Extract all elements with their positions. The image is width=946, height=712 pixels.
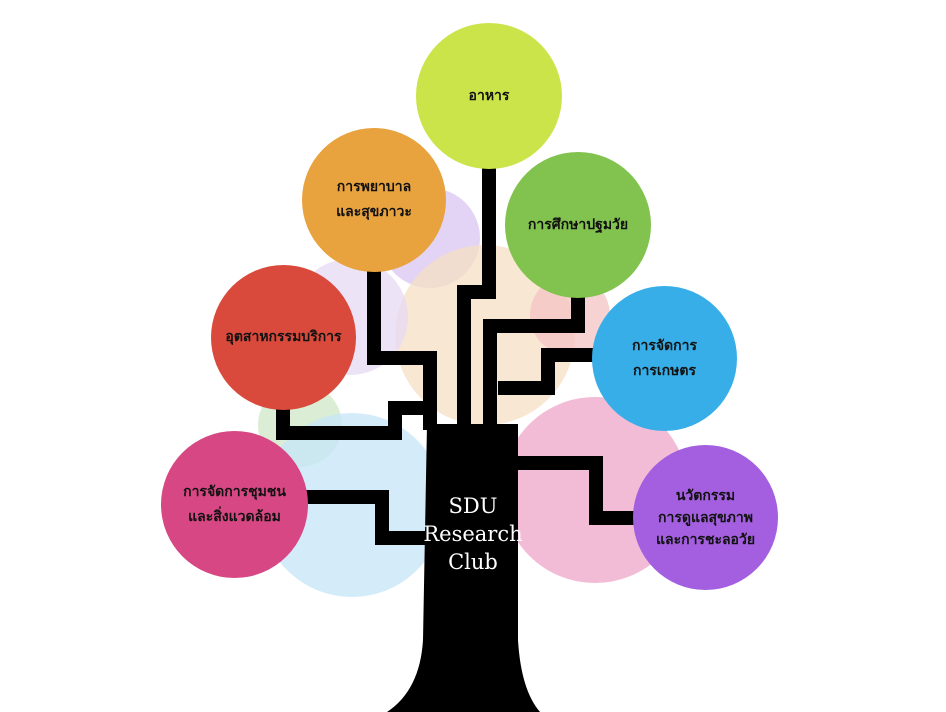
branch-label-line: การจัดการ xyxy=(631,337,697,354)
branch-lines xyxy=(276,168,636,545)
branch-health-innovation: นวัตกรรม การดูแลสุขภาพ และการชะลอวัย xyxy=(633,445,778,590)
branch-line-health-innovation xyxy=(515,456,636,525)
branch-label-line: การศึกษาปฐมวัย xyxy=(527,216,629,233)
branch-nursing: การพยาบาล และสุขภาวะ xyxy=(302,128,446,272)
trunk xyxy=(387,424,540,712)
branch-service-industry: อุตสาหกรรมบริการ xyxy=(211,265,356,410)
branch-label-line: การจัดการชุมชน xyxy=(183,483,286,500)
branch-label-line: อาหาร xyxy=(468,87,510,104)
branch-agriculture-management: การจัดการ การเกษตร xyxy=(592,286,737,431)
branch-line-primary-education xyxy=(483,296,585,430)
branch-label-line: นวัตกรรม xyxy=(675,487,736,504)
branch-food: อาหาร xyxy=(416,23,562,169)
branch-label-line: การเกษตร xyxy=(633,362,696,379)
branch-line-community-environment xyxy=(306,490,430,545)
branch-line-nursing xyxy=(367,268,437,430)
branch-label-line: และการชะลอวัย xyxy=(655,531,756,548)
branch-line-food xyxy=(457,168,496,430)
branch-primary-education: การศึกษาปฐมวัย xyxy=(505,152,651,298)
branch-line-service-industry xyxy=(276,401,430,440)
trunk-label: SDU Research Club xyxy=(420,492,526,576)
branch-label-line: อุตสาหกรรมบริการ xyxy=(225,329,342,345)
branch-line-agriculture-management xyxy=(498,348,596,395)
decor-circle xyxy=(260,413,444,597)
trunk-label-line: Research xyxy=(423,522,523,546)
trunk-label-line: SDU xyxy=(448,494,498,518)
branch-label-line: การพยาบาล xyxy=(336,179,412,195)
branch-label-line: และสิ่งแวดล้อม xyxy=(188,508,281,525)
trunk-label-line: Club xyxy=(448,550,498,574)
branch-label-line: และสุขภาวะ xyxy=(336,204,412,220)
branch-community-environment: การจัดการชุมชน และสิ่งแวดล้อม xyxy=(161,431,308,578)
branch-label-line: การดูแลสุขภาพ xyxy=(658,509,753,526)
